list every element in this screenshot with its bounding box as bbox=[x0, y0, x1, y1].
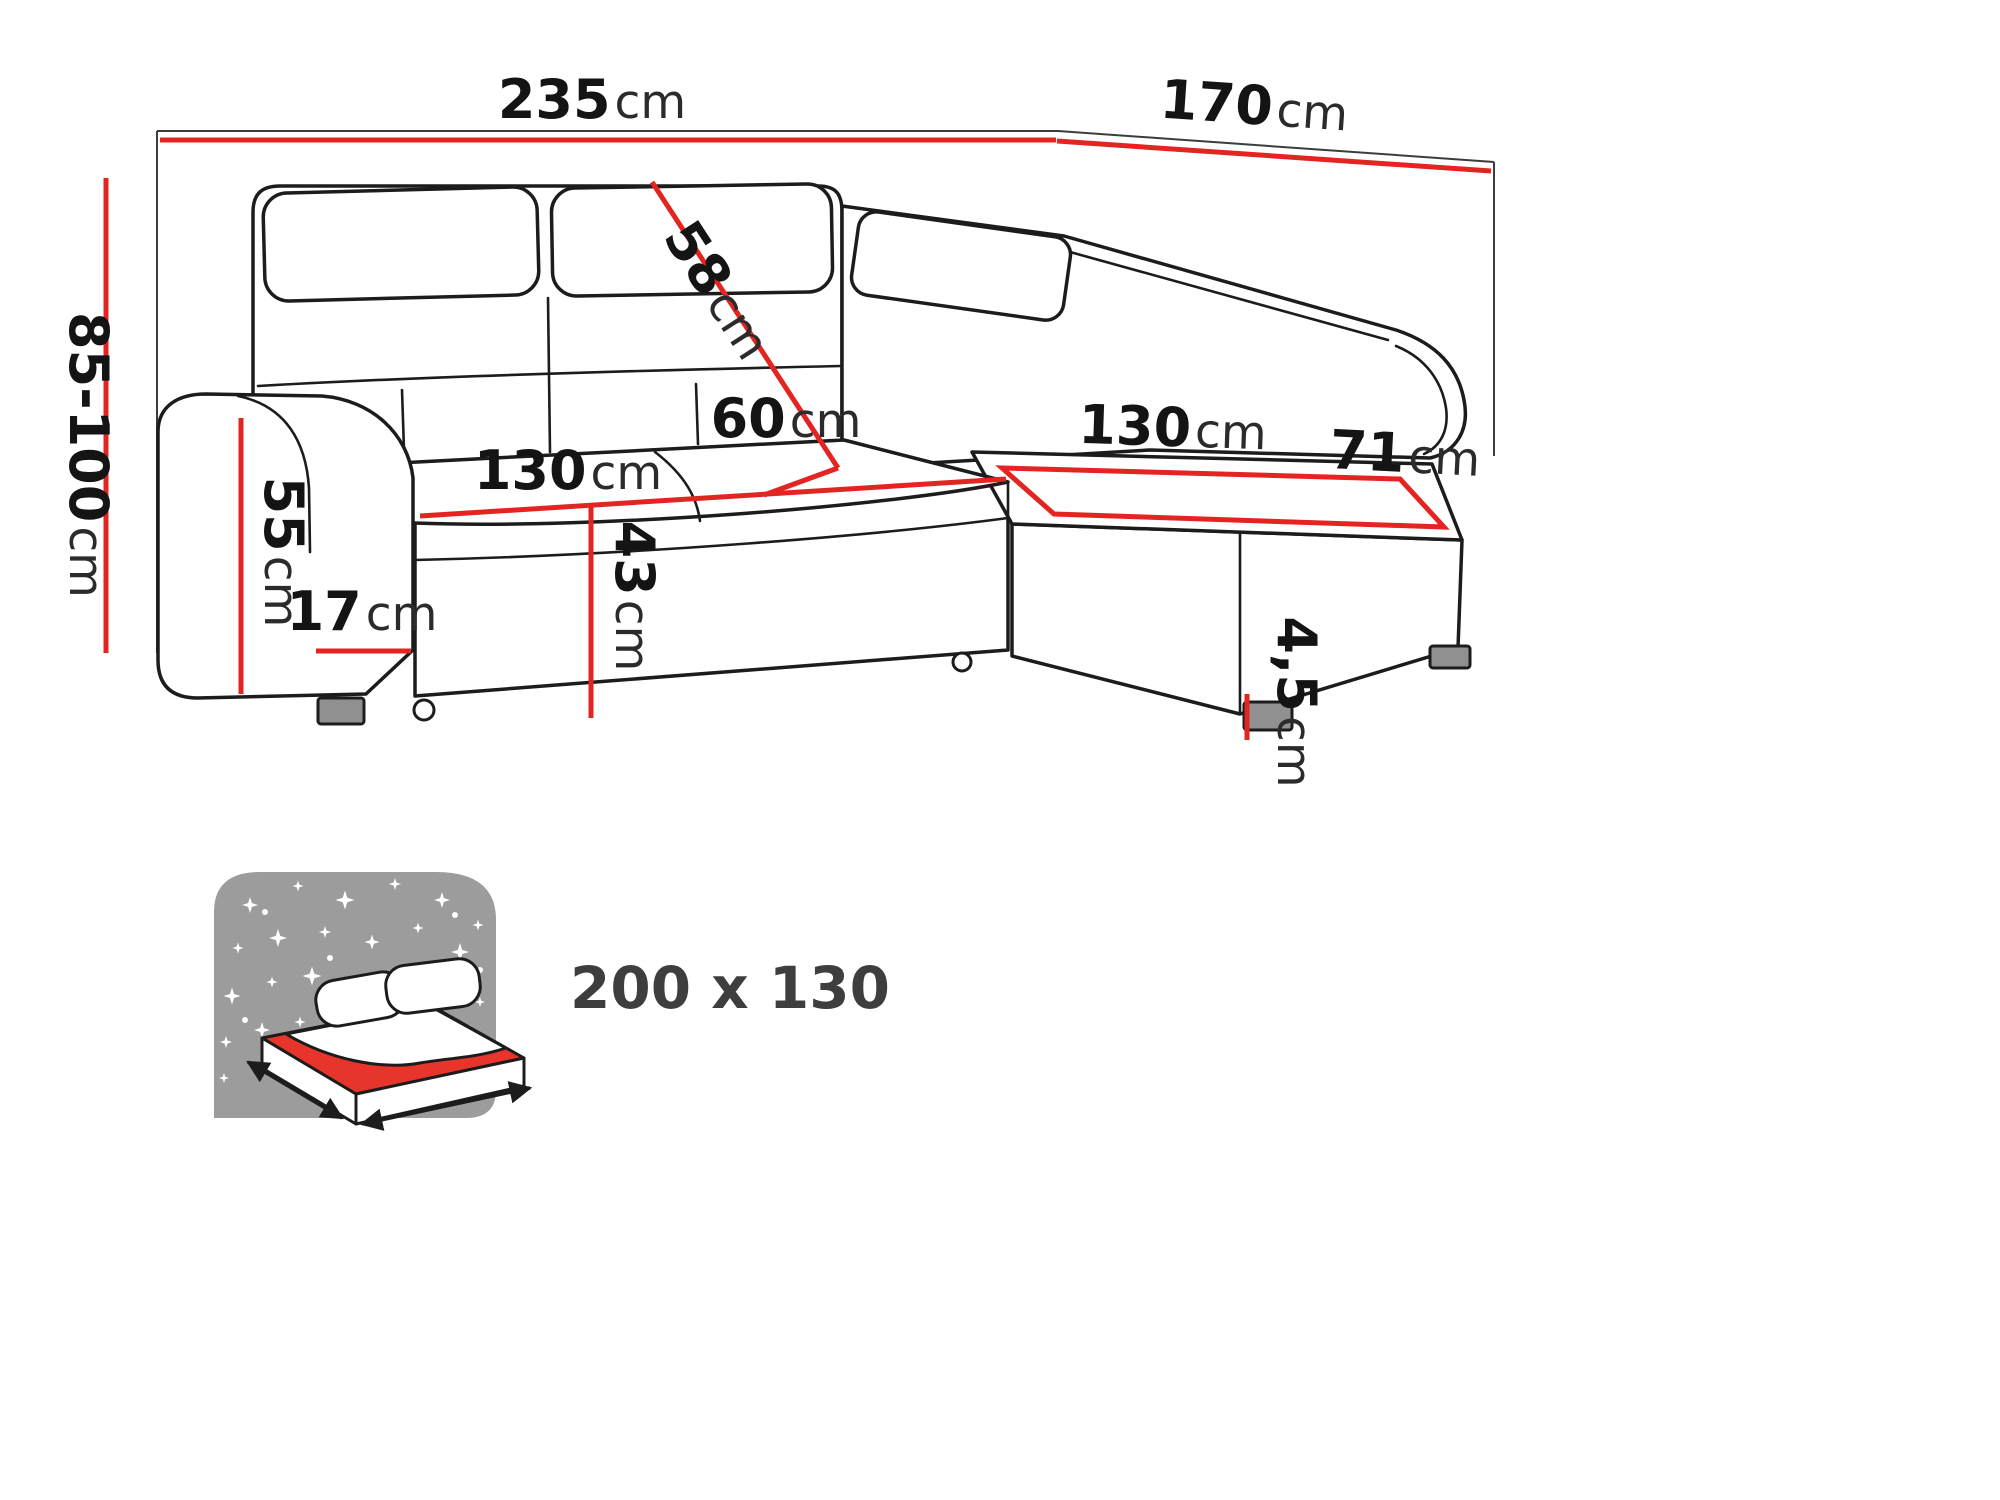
chaise-back-seam bbox=[1068, 250, 1390, 342]
dimension-line-chaise bbox=[995, 465, 1450, 530]
front-left-foot bbox=[316, 696, 366, 726]
chaise-body bbox=[1010, 522, 1464, 716]
headrest-left bbox=[261, 185, 541, 303]
dimension-line-backrest bbox=[649, 180, 841, 470]
label-seat-depth: 60cm bbox=[711, 387, 862, 450]
blanket bbox=[284, 1004, 508, 1067]
label-total-width: 235cm bbox=[498, 68, 686, 131]
sofa-bed-icon: 200 x 130 bbox=[214, 872, 890, 1131]
chaise-end-cap bbox=[1394, 344, 1448, 456]
sofa-drawing bbox=[156, 182, 1472, 732]
dimension-line-seat-depth bbox=[763, 465, 839, 498]
left-armrest bbox=[156, 392, 415, 700]
label-height-range: 85-100cm bbox=[57, 312, 120, 598]
backrest-tufting bbox=[256, 296, 842, 454]
bed-length-arrow-icon bbox=[359, 1081, 533, 1131]
chaise-seat-top bbox=[970, 450, 1464, 542]
chaise-right-foot bbox=[1428, 644, 1472, 670]
dimension-line-total-depth bbox=[1056, 138, 1492, 174]
label-leg-height: 4,5cm bbox=[1265, 616, 1328, 787]
sofa-feet bbox=[316, 644, 1472, 732]
label-armrest-height: 55cm bbox=[252, 477, 315, 628]
caster-wheel-right bbox=[951, 651, 973, 673]
label-armrest-width: 17cm bbox=[287, 580, 438, 643]
bed-size-label: 200 x 130 bbox=[570, 954, 890, 1022]
dimension-labels: 235cm 170cm 85-100cm 58cm 60cm 130cm 130… bbox=[57, 68, 1482, 788]
bed-width-arrow-icon bbox=[246, 1060, 344, 1120]
label-chaise-end-width: 71cm bbox=[1328, 418, 1482, 489]
label-total-depth: 170cm bbox=[1158, 68, 1350, 144]
pillow-right bbox=[384, 957, 482, 1015]
headrest-chaise bbox=[849, 210, 1073, 322]
chaise-front-foot bbox=[1242, 700, 1294, 732]
caster-wheel-left bbox=[412, 698, 436, 722]
label-chaise-length: 130cm bbox=[1077, 393, 1267, 463]
label-seat-height: 43cm bbox=[603, 521, 666, 672]
dimension-line-seat-width bbox=[419, 476, 1007, 519]
label-seat-width: 130cm bbox=[474, 439, 662, 502]
dimension-lines bbox=[103, 137, 1492, 740]
